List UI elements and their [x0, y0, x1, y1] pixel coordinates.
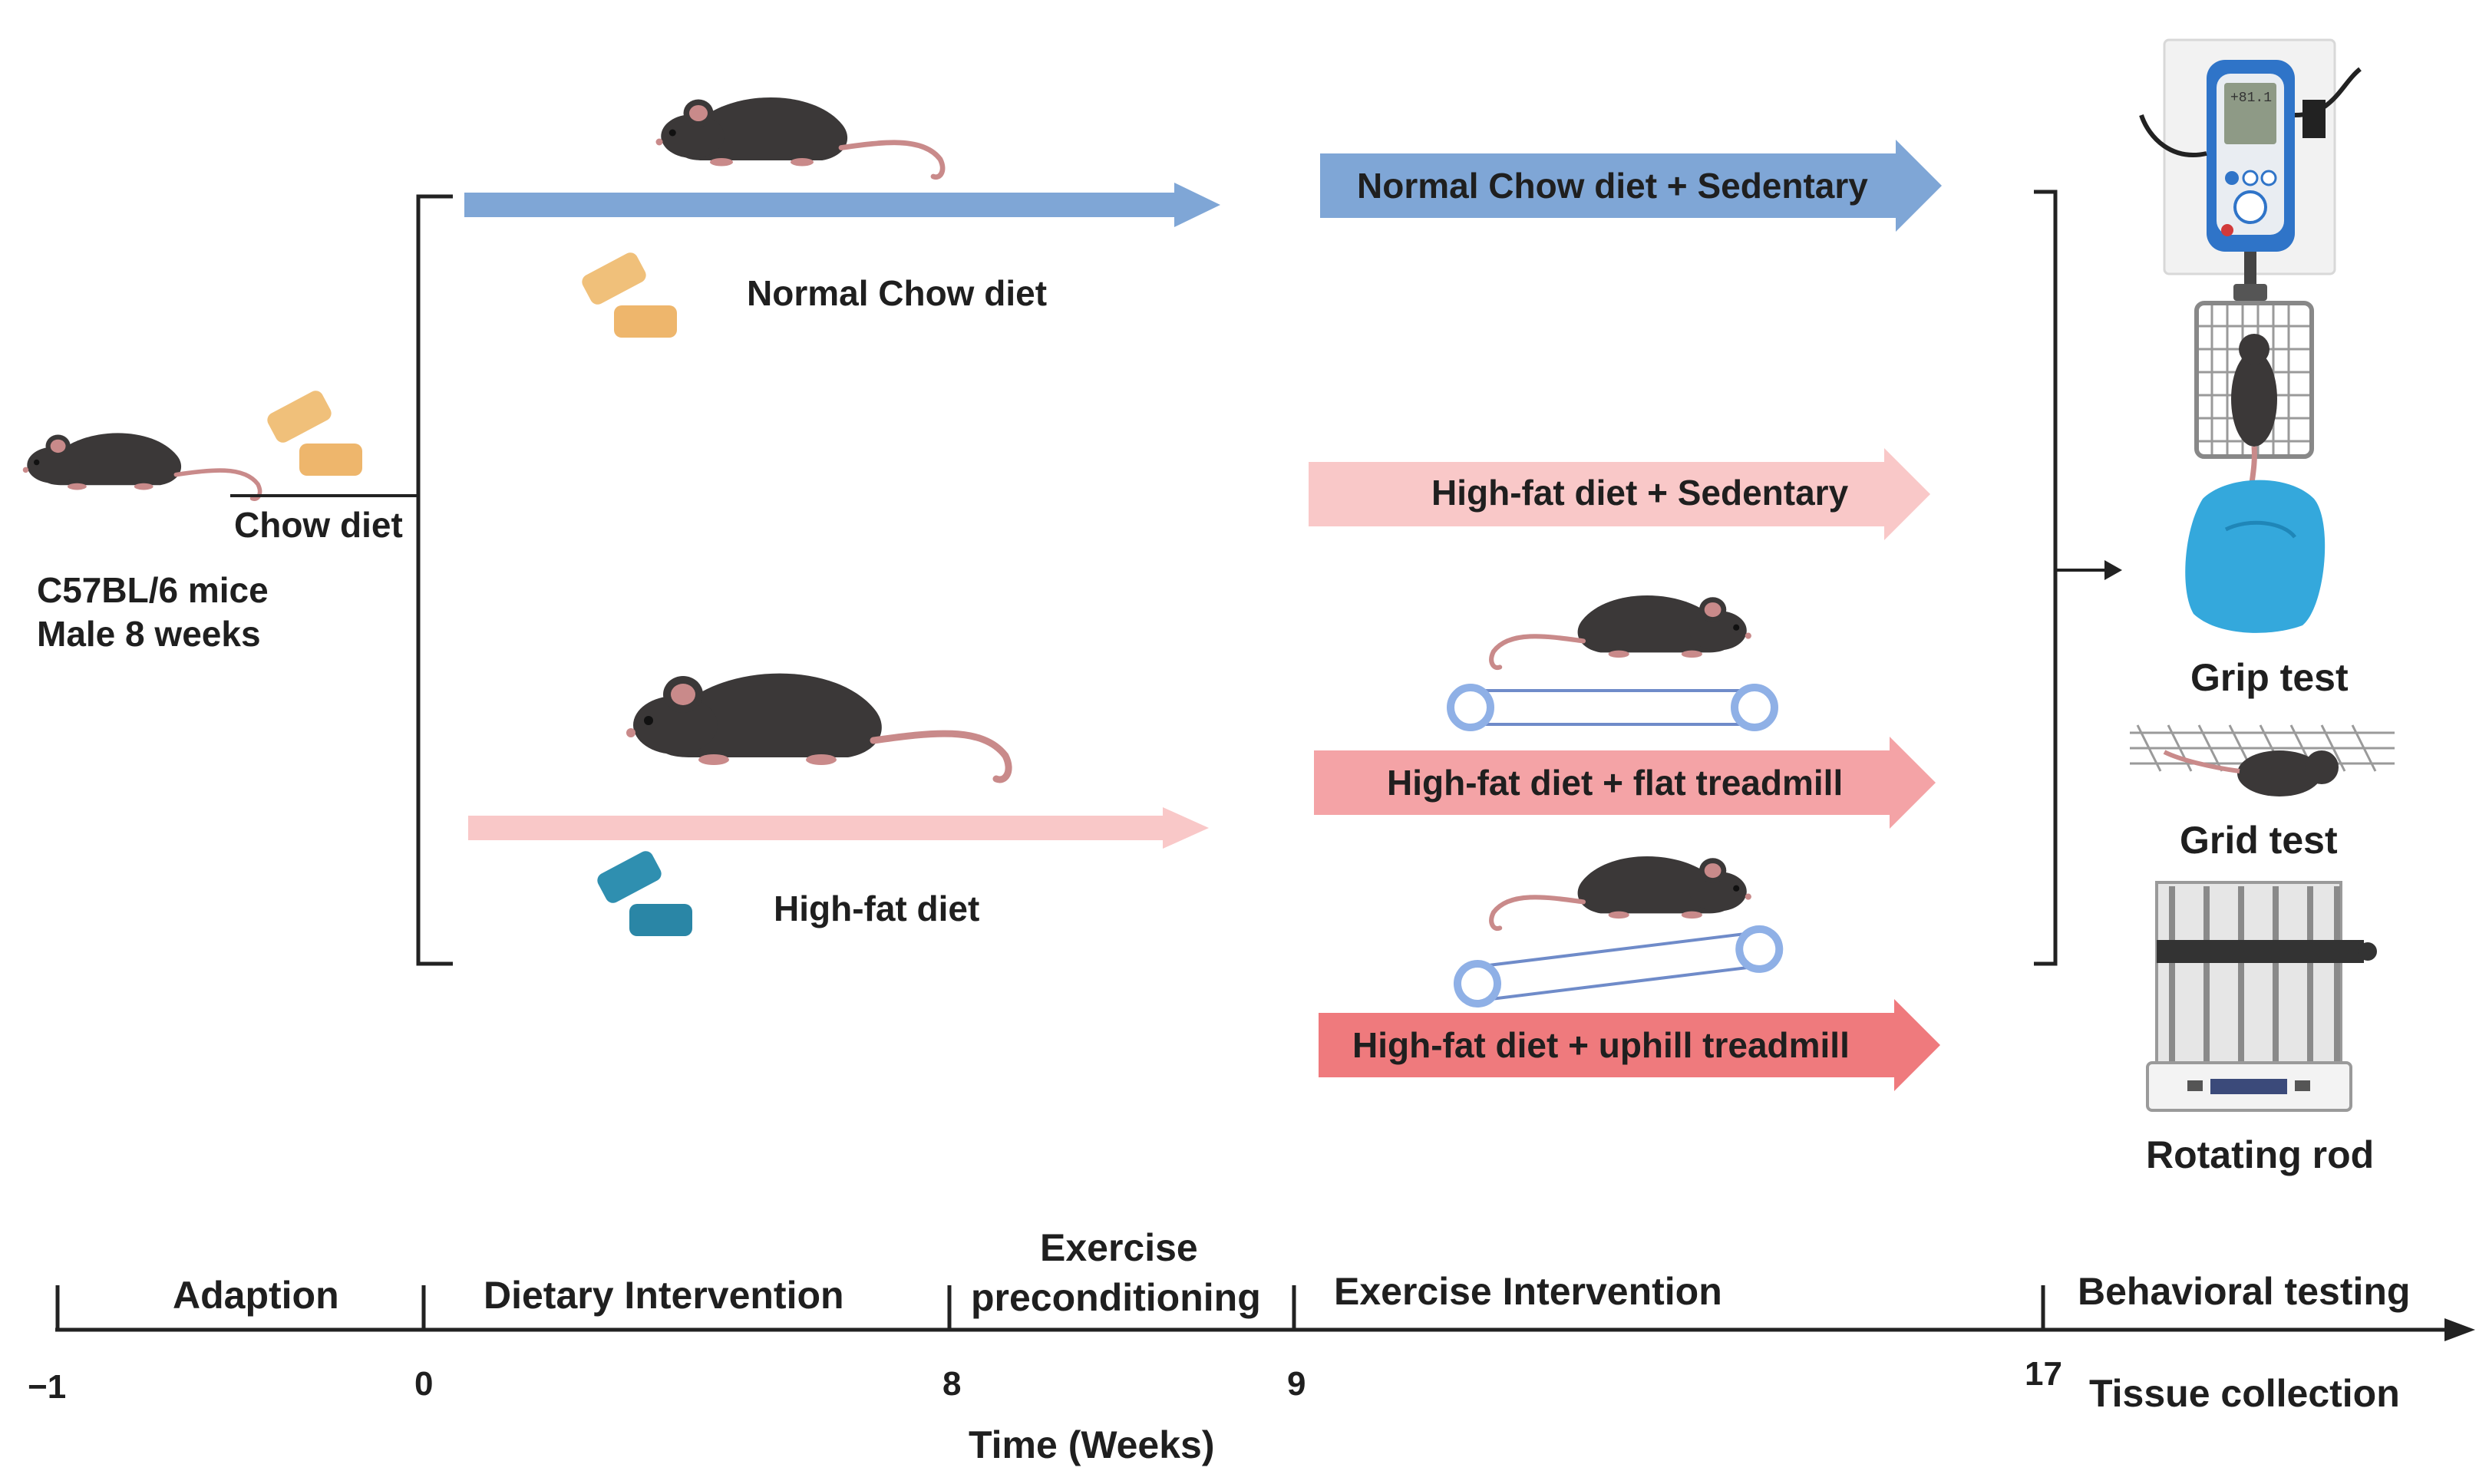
group-label-hfd-uphill-treadmill: High-fat diet + uphill treadmill [1352, 1025, 1850, 1065]
grid-test-icon [2130, 724, 2395, 796]
subject-age-label: Male 8 weeks [37, 614, 261, 654]
tick-label-17: 17 [2025, 1355, 2062, 1393]
phase-exercise-label: Exercise Intervention [1334, 1270, 1722, 1313]
group-arrow-hfd-flat-treadmill: High-fat diet + flat treadmill [1314, 737, 1936, 829]
phase-tissue-label: Tissue collection [2089, 1372, 2400, 1415]
merge-arrow-head [2104, 560, 2122, 580]
group-arrow-hfd-sedentary: High-fat diet + Sedentary [1309, 448, 1930, 540]
normal-chow-arrow [464, 183, 1220, 227]
normal-chow-pellet-icon [579, 249, 677, 338]
timeline-axis-title: Time (Weeks) [969, 1423, 1215, 1466]
grip-meter-icon: +81.1 [2139, 38, 2362, 301]
high-fat-mouse-icon [626, 674, 1008, 780]
grip-test-label: Grip test [2190, 656, 2349, 699]
group-arrow-normal-sedentary: Normal Chow diet + Sedentary [1320, 140, 1942, 232]
normal-chow-mouse-icon [656, 97, 943, 177]
flat-treadmill-icon [1451, 688, 1774, 727]
high-fat-pellet-icon [594, 848, 692, 936]
grip-meter-readout: +81.1 [2230, 91, 2272, 106]
tick-label-minus1: −1 [28, 1368, 66, 1406]
chow-diet-label: Chow diet [234, 505, 403, 545]
uphill-treadmill-icon [1455, 927, 1781, 1006]
rotating-rod-label: Rotating rod [2146, 1133, 2374, 1176]
timeline-tick-marks [55, 1285, 2045, 1330]
group-label-normal-sedentary: Normal Chow diet + Sedentary [1357, 166, 1868, 206]
group-arrow-hfd-uphill-treadmill: High-fat diet + uphill treadmill [1319, 999, 1940, 1091]
phase-adaption-label: Adaption [173, 1274, 339, 1317]
glove-icon [2185, 480, 2326, 633]
diet-split-bracket [416, 194, 453, 966]
group-label-hfd-flat-treadmill: High-fat diet + flat treadmill [1387, 763, 1843, 803]
tick-label-8: 8 [942, 1365, 961, 1403]
tick-label-9: 9 [1287, 1365, 1306, 1403]
rotarod-icon [2146, 881, 2377, 1112]
merge-bracket [2034, 190, 2058, 966]
phase-preconditioning-line2: preconditioning [971, 1276, 1261, 1319]
phase-preconditioning-line1: Exercise [1040, 1226, 1198, 1269]
flat-treadmill-mouse-icon [1491, 595, 1751, 668]
phase-behavioral-label: Behavioral testing [2078, 1270, 2410, 1313]
tick-label-0: 0 [414, 1365, 433, 1403]
subject-strain-label: C57BL/6 mice [37, 570, 269, 610]
high-fat-arrow [468, 807, 1209, 849]
start-mouse-icon [23, 433, 260, 499]
group-label-hfd-sedentary: High-fat diet + Sedentary [1431, 473, 1849, 513]
uphill-treadmill-mouse-icon [1491, 856, 1751, 928]
grid-test-label: Grid test [2180, 819, 2338, 862]
phase-dietary-label: Dietary Intervention [484, 1274, 844, 1317]
high-fat-diet-label: High-fat diet [774, 889, 979, 928]
normal-chow-diet-label: Normal Chow diet [747, 273, 1047, 313]
start-chow-pellet-icon [264, 387, 362, 476]
timeline-arrow-head [2444, 1318, 2475, 1341]
